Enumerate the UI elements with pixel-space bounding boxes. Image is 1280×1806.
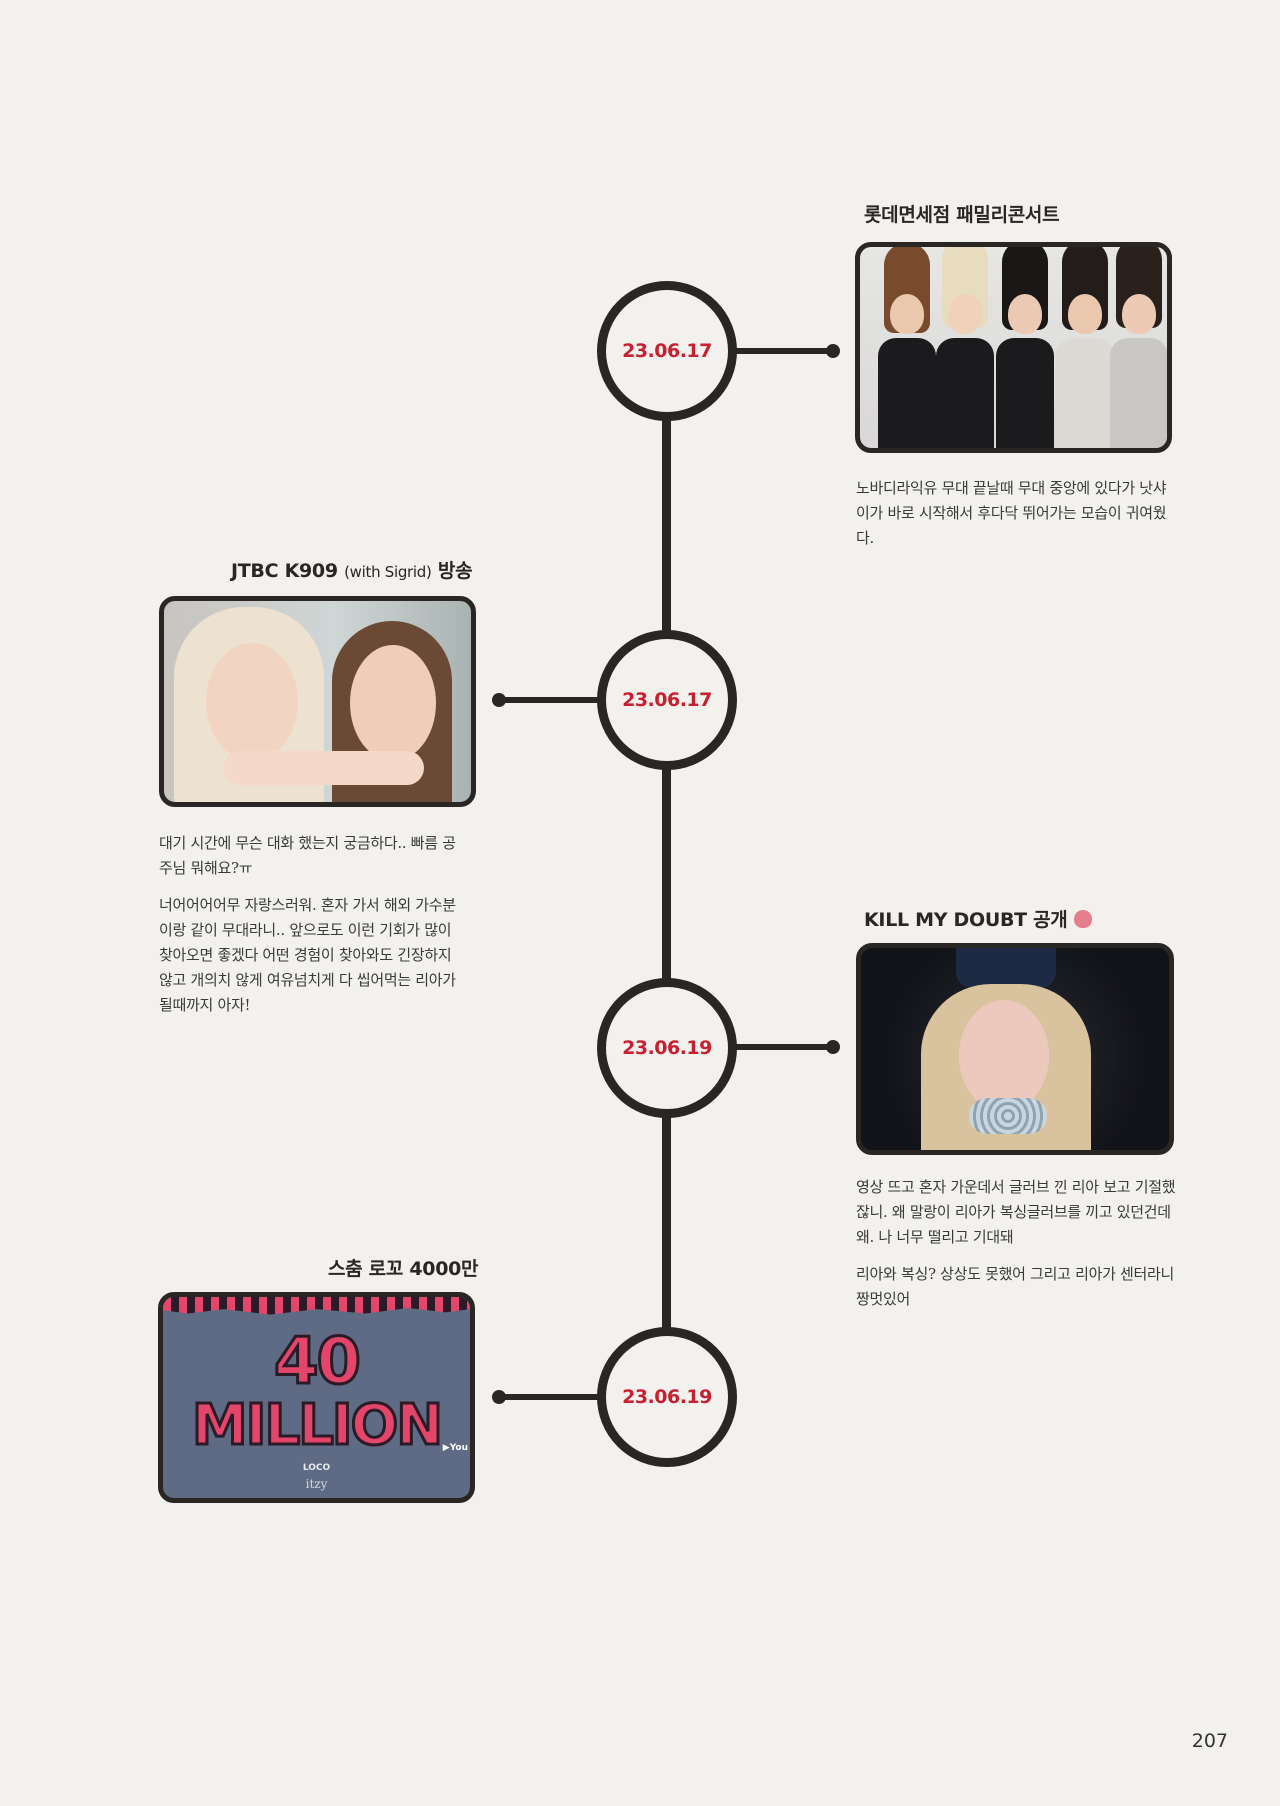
necklace [969,1098,1047,1134]
song-title: LOCO [302,1463,331,1473]
connector-dot [826,344,840,358]
event-title-text: KILL MY DOUBT 공개 [864,909,1068,931]
person-face [350,645,436,761]
event-date: 23.06.17 [622,689,712,711]
hands [224,751,424,785]
boxing-glove-icon [1073,910,1092,928]
beanie [956,948,1056,988]
event-photo-40million: 40 MILLION LOCO itzy ▶You [158,1292,475,1503]
person-face [959,1000,1049,1112]
milestone-number: 40 [272,1324,362,1401]
checker-banner [163,1297,470,1315]
connector-line [500,1394,600,1400]
event-title: JTBC K909 (with Sigrid) 방송 [231,556,473,583]
connector-line [500,697,600,703]
person-figure [1110,247,1167,448]
event-title-guest: (with Sigrid) [344,563,432,581]
page-number: 207 [1191,1730,1228,1752]
event-description: 영상 뜨고 혼자 가운데서 글러브 낀 리아 보고 기절했잖니. 왜 말랑이 리… [856,1175,1176,1324]
event-title-end: 방송 [437,560,473,582]
timeline-node-2: 23.06.17 [597,630,737,770]
event-paragraph: 영상 뜨고 혼자 가운데서 글러브 낀 리아 보고 기절했잖니. 왜 말랑이 리… [856,1178,1176,1246]
youtube-icon: ▶You [442,1443,468,1453]
event-paragraph: 너어어어어무 자랑스러워. 혼자 가서 해외 가수분이랑 같이 무대라니.. 앞… [159,896,456,1014]
person-figure [1056,247,1114,448]
event-photo-selfie [159,596,476,807]
event-paragraph: 노바디라익유 무대 끝날때 무대 중앙에 있다가 낫샤이가 바로 시작해서 후다… [856,479,1167,547]
event-title: 롯데면세점 패밀리콘서트 [864,204,1060,226]
connector-line [736,1044,834,1050]
event-description: 대기 시간에 무슨 대화 했는지 궁금하다.. 빠름 공주님 뭐해요?ㅠ 너어어… [159,831,469,1030]
timeline-node-3: 23.06.19 [597,978,737,1118]
milestone-word: MILLION [190,1392,444,1460]
event-photo-group [855,242,1172,453]
timeline-spine [662,395,671,1339]
event-date: 23.06.19 [622,1386,712,1408]
timeline-node-1: 23.06.17 [597,281,737,421]
event-photo-kmd [856,943,1174,1155]
person-face [206,643,298,761]
artist-name: itzy [305,1477,328,1491]
person-figure [996,247,1054,448]
connector-dot [492,693,506,707]
person-figure [878,247,936,448]
event-description: 노바디라익유 무대 끝날때 무대 중앙에 있다가 낫샤이가 바로 시작해서 후다… [856,476,1174,563]
event-title: KILL MY DOUBT 공개 [864,905,1092,932]
event-paragraph: 대기 시간에 무슨 대화 했는지 궁금하다.. 빠름 공주님 뭐해요?ㅠ [159,834,456,877]
event-date: 23.06.19 [622,1037,712,1059]
connector-line [736,348,834,354]
person-figure [936,247,994,448]
event-title: 스춤 로꼬 4000만 [328,1258,479,1280]
event-title-main: JTBC K909 [231,560,338,582]
event-paragraph: 리아와 복싱? 상상도 못했어 그리고 리아가 센터라니 짱멋있어 [856,1265,1175,1308]
event-date: 23.06.17 [622,340,712,362]
connector-dot [826,1040,840,1054]
timeline-node-4: 23.06.19 [597,1327,737,1467]
connector-dot [492,1390,506,1404]
